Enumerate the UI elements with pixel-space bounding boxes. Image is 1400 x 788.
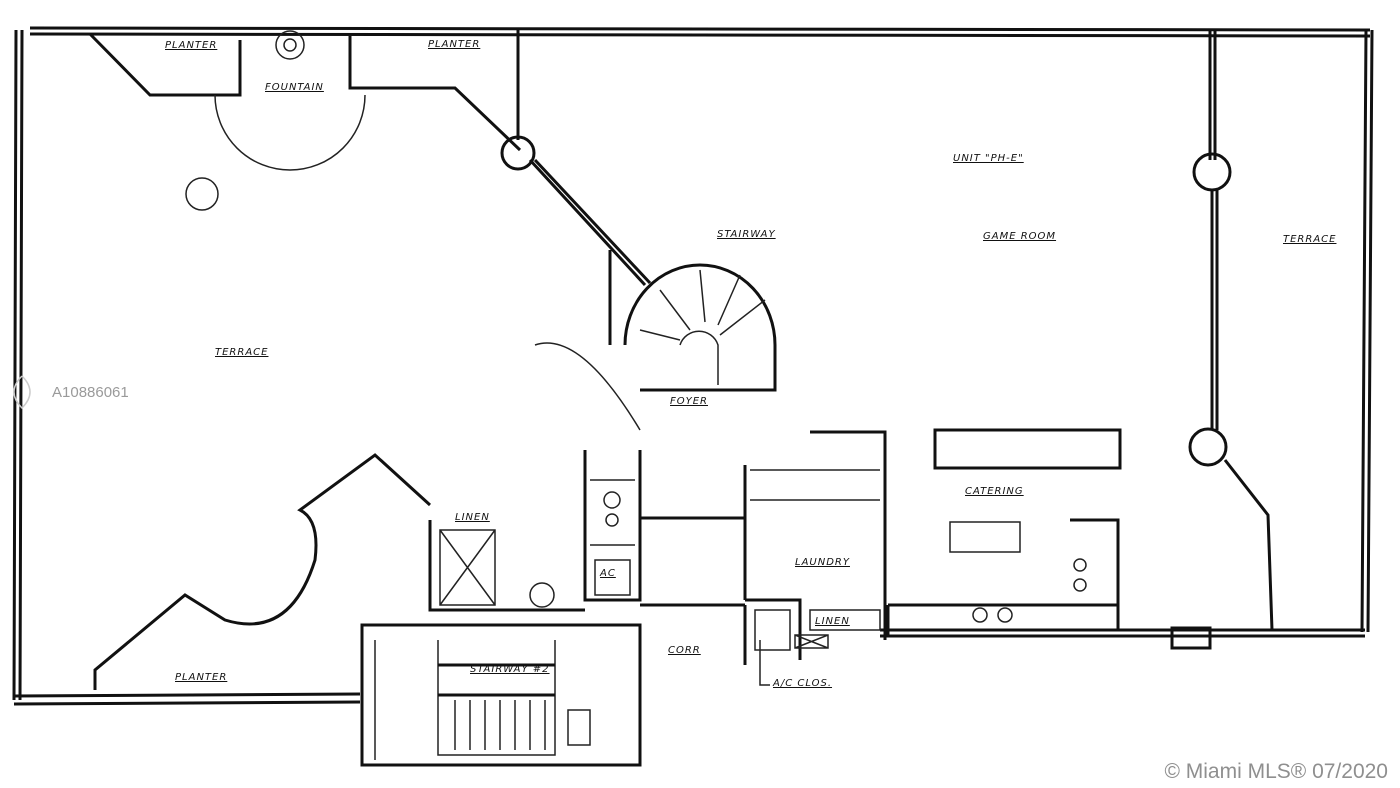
walls (12, 26, 1374, 767)
listing-id-watermark: A10886061 (52, 384, 129, 401)
copyright-watermark: © Miami MLS® 07/2020 (1164, 760, 1388, 783)
label-terrace-right: TERRACE (1283, 234, 1336, 245)
label-laundry: LAUNDRY (795, 557, 850, 568)
label-planter-top: PLANTER (428, 39, 480, 50)
mls-logo-icon (13, 375, 31, 410)
label-game-room: GAME ROOM (983, 231, 1056, 242)
label-terrace-left: TERRACE (215, 347, 268, 358)
label-fountain: FOUNTAIN (265, 82, 324, 93)
label-ac: AC (599, 568, 616, 579)
label-unit: UNIT "PH-E" (953, 153, 1024, 164)
label-corr: CORR (668, 645, 701, 656)
label-foyer: FOYER (670, 396, 708, 407)
label-planter-bottom: PLANTER (175, 672, 227, 683)
label-linen-left: LINEN (455, 512, 490, 523)
label-stairway-2: STAIRWAY #2 (470, 664, 550, 675)
label-stairway: STAIRWAY (717, 229, 776, 240)
label-catering: CATERING (965, 486, 1024, 497)
label-linen-right: LINEN (815, 616, 850, 627)
label-ac-closet: A/C CLOS. (772, 678, 832, 689)
label-planter-top-left: PLANTER (165, 40, 217, 51)
